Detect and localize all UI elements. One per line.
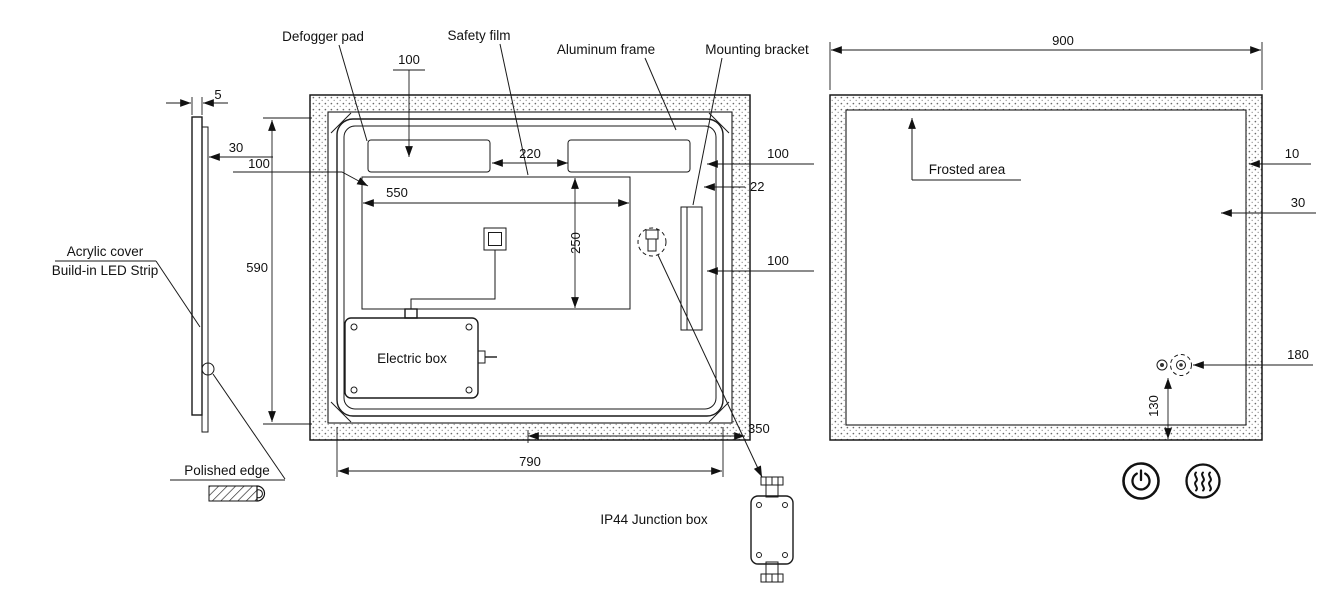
dim-pad-gap: 220 — [519, 146, 541, 161]
front-view: 900 Frosted area 10 30 180 130 — [829, 33, 1316, 500]
acrylic-cover-label: Acrylic cover — [67, 244, 144, 259]
safety-film-area — [361, 176, 631, 310]
dim-cable-offset: 350 — [748, 421, 770, 436]
mounting-bracket-label: Mounting bracket — [705, 42, 809, 57]
dim-film-width: 550 — [386, 185, 408, 200]
defogger-touch-icon — [1185, 463, 1221, 499]
dim-pad-top: 100 — [398, 52, 420, 67]
touch-sensor-spot — [1156, 354, 1192, 376]
dim-acrylic-thickness: 5 — [214, 87, 221, 102]
electric-box-label: Electric box — [377, 351, 447, 366]
defogger-pad-label: Defogger pad — [282, 29, 364, 44]
dim-mirror-width: 900 — [1052, 33, 1074, 48]
dim-sensor-from-right: 180 — [1287, 347, 1309, 362]
power-touch-icon — [1122, 462, 1160, 500]
side-view: 5 30 Acrylic cover Build-in LED Strip Po… — [52, 87, 286, 502]
polished-edge-symbol — [208, 485, 266, 502]
dim-sensor-from-bottom: 130 — [1146, 395, 1161, 417]
defogger-pad-right — [567, 139, 691, 173]
front-mirror-area — [845, 109, 1247, 426]
led-strip-label: Build-in LED Strip — [52, 263, 159, 278]
aluminum-frame-label: Aluminum frame — [557, 42, 655, 57]
dim-film-height: 250 — [568, 232, 583, 254]
dim-frame-edge: 10 — [1285, 146, 1299, 161]
dim-left-inset: 100 — [248, 156, 270, 171]
dim-mirror-height: 590 — [246, 260, 268, 275]
frosted-area-label: Frosted area — [929, 162, 1006, 177]
sensor-wire — [410, 250, 496, 309]
polished-edge-marker — [201, 362, 215, 376]
junction-box — [750, 476, 794, 583]
dim-strip-offset: 30 — [229, 140, 243, 155]
dim-inner-width: 790 — [519, 454, 541, 469]
polished-edge-label: Polished edge — [184, 463, 270, 478]
dim-right-top-inset: 100 — [767, 146, 789, 161]
junction-box-label: IP44 Junction box — [600, 512, 708, 527]
safety-film-label: Safety film — [447, 28, 510, 43]
dim-bracket-right-inset: 100 — [767, 253, 789, 268]
defogger-pad-left — [367, 139, 491, 173]
side-led-strip — [201, 126, 209, 433]
side-acrylic-panel — [191, 116, 203, 416]
dim-frosted-border: 30 — [1291, 195, 1305, 210]
rear-view: Electric box Defogger pad Safety film Al… — [233, 28, 814, 583]
electric-box: Electric box — [344, 317, 497, 399]
aluminum-frame-outline — [336, 118, 724, 417]
dim-bracket-width: 22 — [750, 179, 764, 194]
mounting-bracket-shape — [680, 206, 703, 331]
cable-exit — [637, 227, 667, 257]
